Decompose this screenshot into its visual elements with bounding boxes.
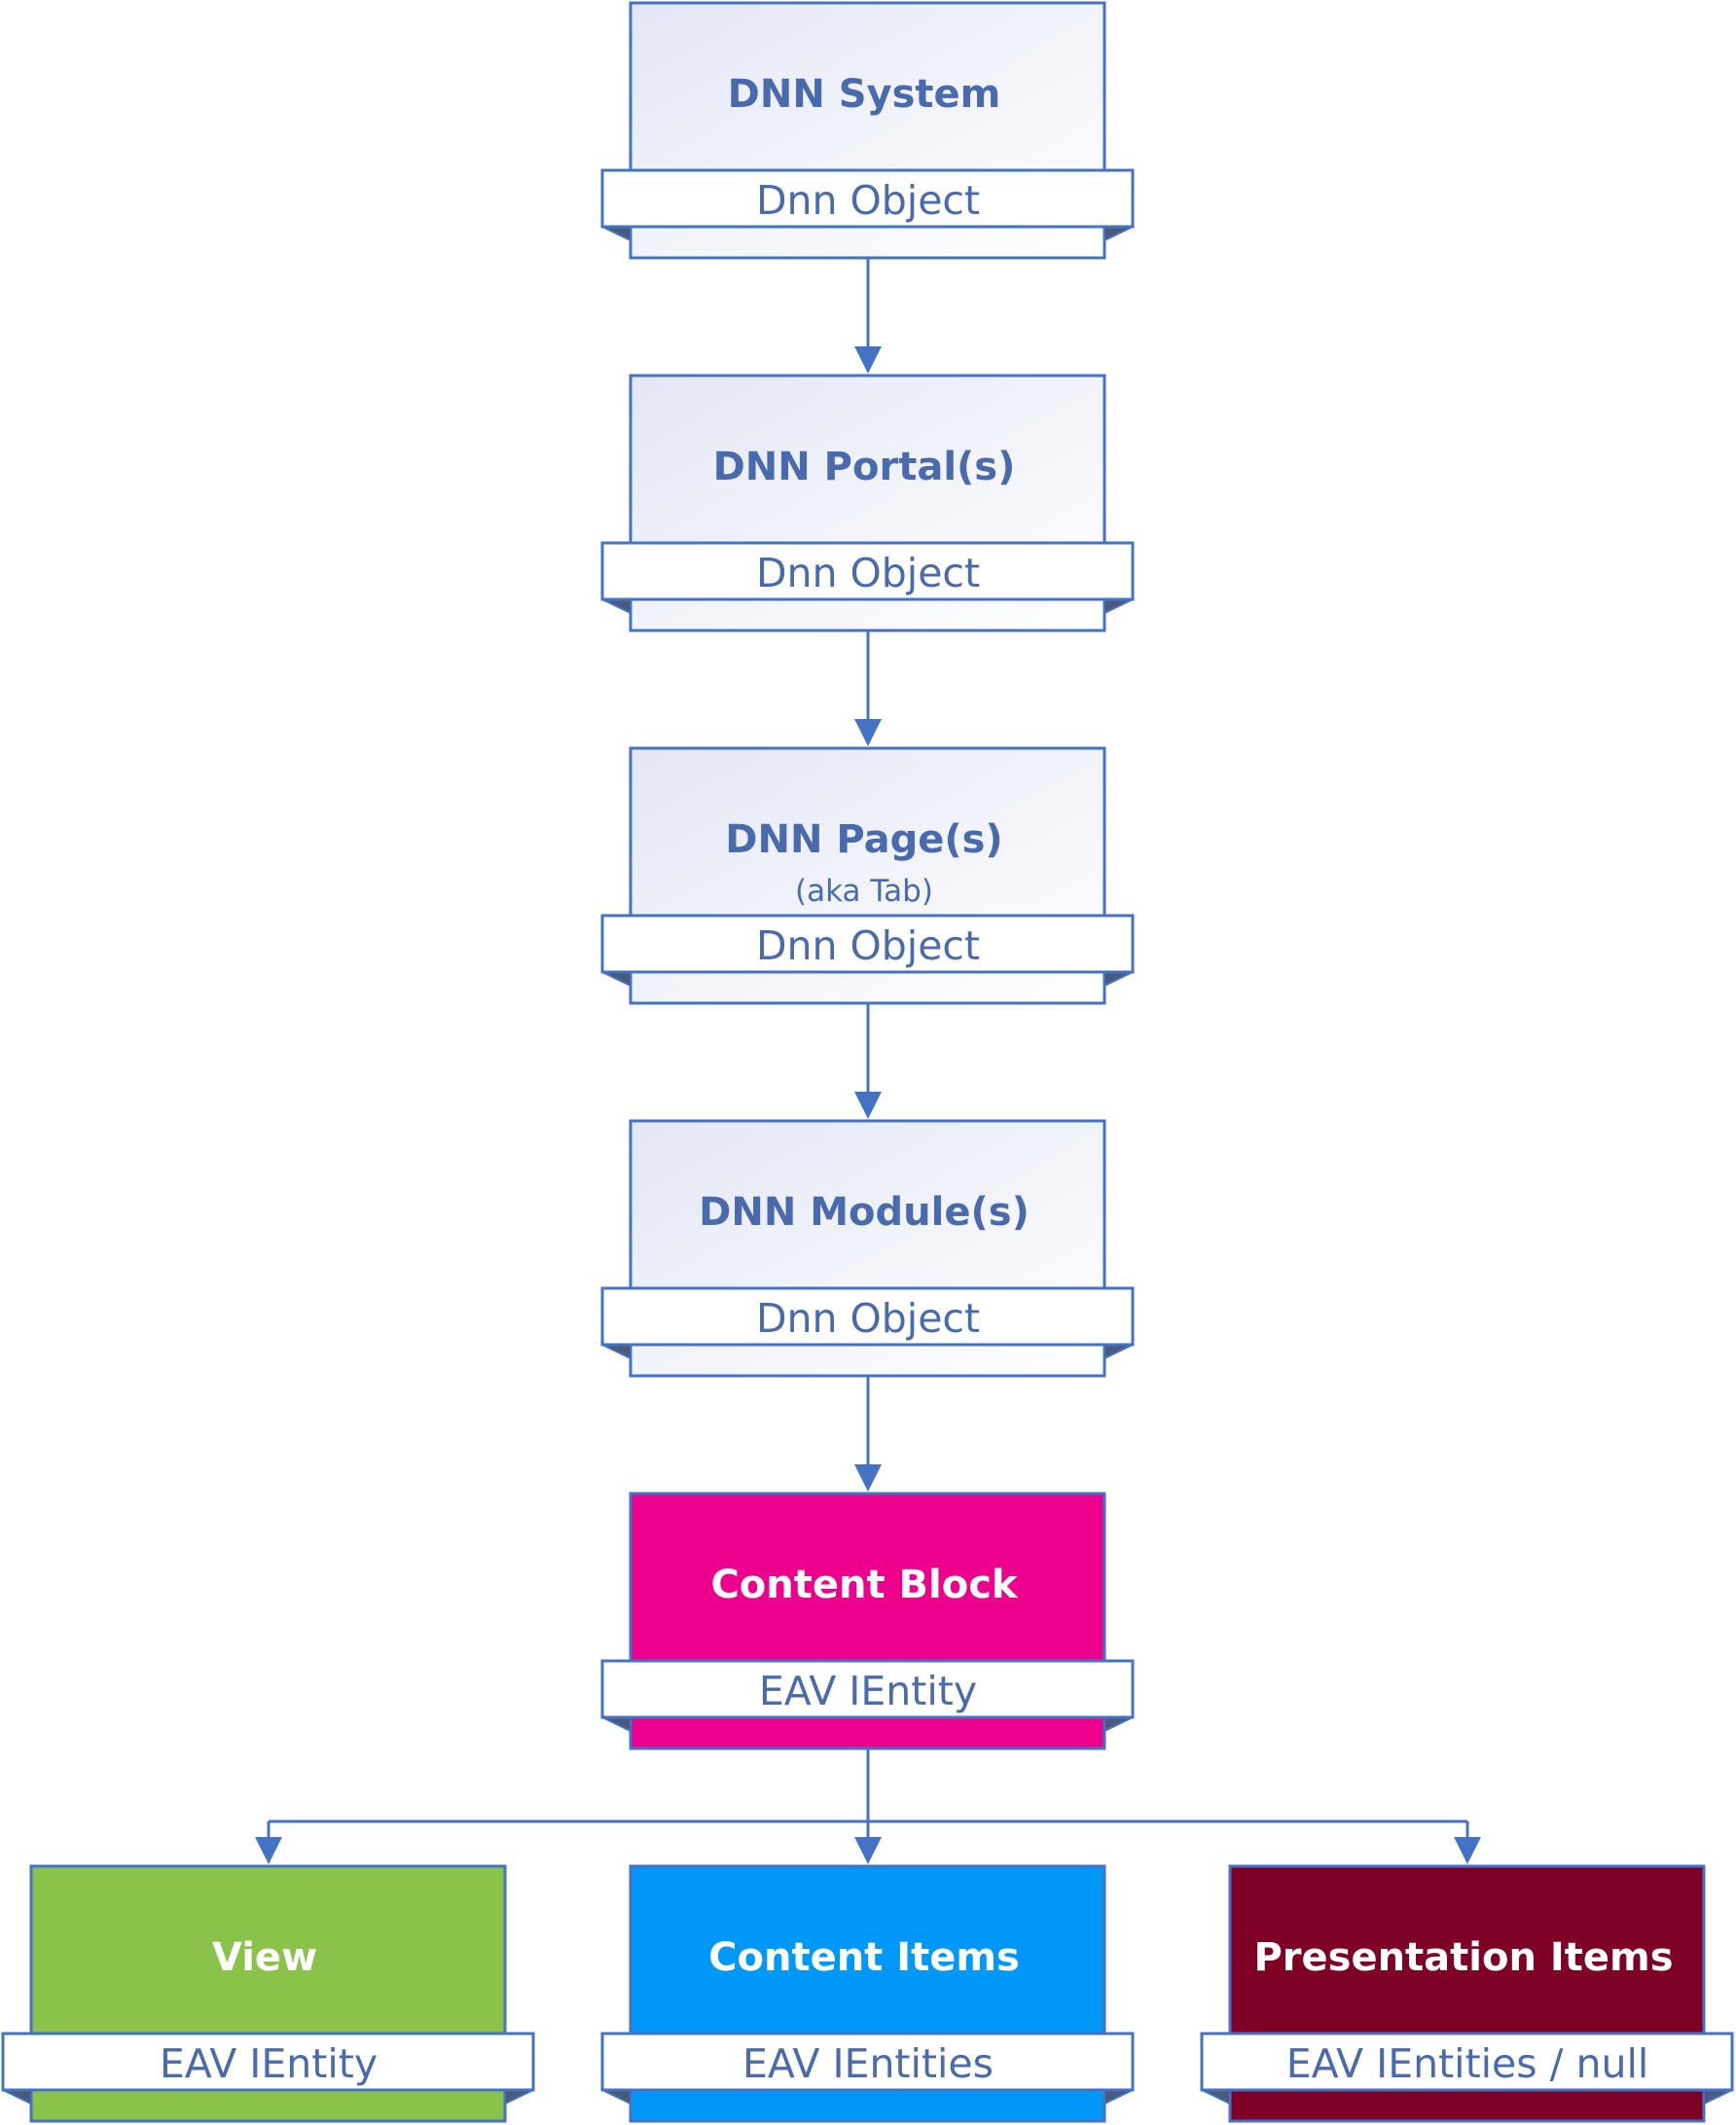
content-block-title: Content Block [710,1563,1018,1607]
dnn-system-label: Dnn Object [756,177,980,224]
node-dnn-portals: DNN Portal(s) Dnn Object [600,374,1135,632]
node-dnn-modules: DNN Module(s) Dnn Object [600,1119,1135,1378]
dnn-modules-label: Dnn Object [756,1295,980,1342]
presentation-items-label: EAV IEntities / null [1286,2040,1649,2087]
node-presentation-items: Presentation Items EAV IEntities / null [1200,1864,1734,2123]
view-label: EAV IEntity [160,2040,378,2087]
dnn-pages-title: DNN Page(s) [725,817,1002,862]
arrowhead-view [255,1837,282,1864]
dnn-pages-subtitle: (aka Tab) [795,874,933,909]
arrowhead-content-block [854,1464,882,1492]
view-title: View [212,1935,317,1980]
connectors [267,258,1469,1841]
node-dnn-system: DNN System Dnn Object [600,1,1135,260]
arrowhead-portals [854,346,882,374]
dnn-portals-title: DNN Portal(s) [713,445,1016,489]
node-view: View EAV IEntity [1,1864,535,2123]
dnn-portals-label: Dnn Object [756,550,980,596]
arrowhead-content-items [854,1837,882,1864]
content-block-label: EAV IEntity [759,1668,977,1714]
node-content-block: Content Block EAV IEntity [600,1492,1135,1750]
content-items-label: EAV IEntities [742,2040,994,2087]
content-items-title: Content Items [708,1935,1020,1980]
dnn-system-title: DNN System [728,72,1001,117]
dnn-modules-title: DNN Module(s) [699,1190,1030,1235]
dnn-pages-label: Dnn Object [756,922,980,969]
arrowhead-modules [854,1092,882,1119]
node-content-items: Content Items EAV IEntities [600,1864,1135,2123]
arrowhead-pages [854,719,882,746]
node-dnn-pages: DNN Page(s) (aka Tab) Dnn Object [600,746,1135,1005]
arrowheads [255,346,1481,1864]
arrowhead-presentation [1454,1837,1481,1864]
presentation-items-title: Presentation Items [1253,1935,1673,1980]
